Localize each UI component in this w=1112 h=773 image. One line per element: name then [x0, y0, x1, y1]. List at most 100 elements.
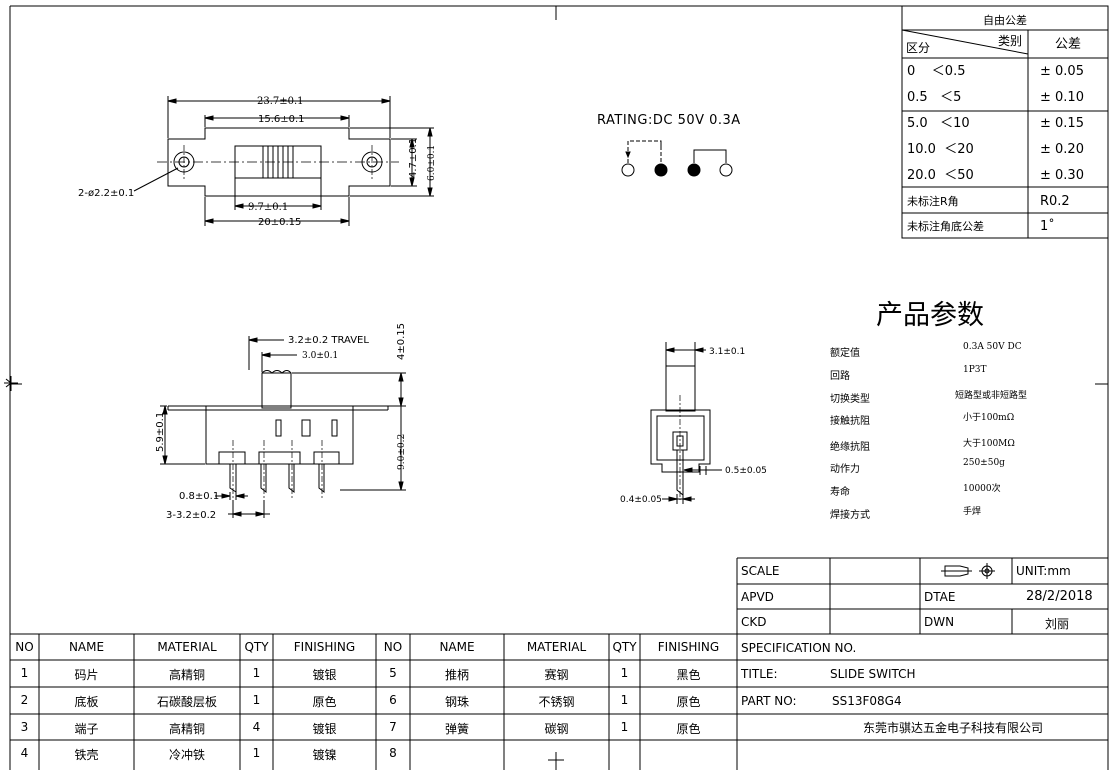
dim-side-knob: 3.0±0.1: [302, 351, 338, 361]
bom-cell: 原色: [676, 695, 701, 709]
bom-header: QTY: [244, 640, 269, 654]
param-value: 短路型或非短路型: [955, 391, 1028, 401]
bom-cell: 1: [620, 666, 629, 680]
param-label: 寿命: [830, 487, 850, 498]
dim-side-knob-height: 4±0.15: [396, 323, 407, 360]
company-name: 东莞市骐达五金电子科技有限公司: [863, 721, 1044, 735]
bom-cell: 底板: [74, 695, 99, 709]
bom-header: NO: [383, 640, 403, 654]
bom-cell: 钢珠: [444, 695, 469, 709]
bom-cell: 镀镍: [312, 748, 337, 762]
dim-side-pin-width: 0.8±0.1: [179, 491, 219, 502]
bom-cell: 原色: [312, 695, 337, 709]
bom-header: NO: [15, 640, 34, 654]
part-value: SS13F08G4: [832, 694, 902, 708]
tolerance-range: 10.0 ＜20: [907, 142, 974, 157]
param-label: 回路: [830, 371, 850, 382]
bom-cell: 7: [389, 720, 397, 734]
dim-top-overall: 23.7±0.1: [257, 96, 304, 107]
tolerance-value: ± 0.10: [1040, 90, 1084, 105]
bom-header: MATERIAL: [526, 640, 587, 654]
param-value: 1P3T: [963, 365, 987, 375]
bom-cell: 1: [20, 666, 29, 680]
bom-cell: 码片: [74, 668, 99, 682]
spec-label: SPECIFICATION NO.: [741, 641, 857, 655]
bom-cell: 冷冲铁: [168, 748, 205, 762]
tolerance-value: ± 0.20: [1040, 142, 1084, 157]
tolerance-header-tolerance: 公差: [1055, 37, 1081, 52]
bom-cell: 6: [389, 693, 397, 707]
tolerance-header-category: 类别: [998, 34, 1022, 48]
bom-cell: 碳钢: [544, 722, 569, 736]
param-value: 小于100mΩ: [963, 413, 1015, 423]
bom-cell: 镀银: [312, 722, 337, 736]
bom-cell: 5: [389, 666, 397, 680]
bom-header: NAME: [439, 640, 475, 654]
drawn-by: 刘丽: [1045, 617, 1070, 631]
bom-cell: 8: [389, 746, 397, 760]
dtae-label: DTAE: [924, 590, 956, 604]
bom-cell: 推柄: [444, 668, 469, 682]
bom-cell: 2: [20, 693, 29, 707]
bom-header: FINISHING: [293, 640, 356, 654]
tolerance-range: 未标注角底公差: [907, 219, 984, 233]
scale-label: SCALE: [741, 564, 780, 578]
dim-side-left-height: 5.9±0.1: [155, 412, 166, 452]
bom-cell: 弹簧: [444, 722, 469, 736]
param-label: 接触抗阻: [830, 416, 870, 427]
dim-end-pin-width: 0.5±0.05: [725, 466, 767, 476]
param-label: 额定值: [830, 348, 860, 359]
dim-side-body-height: 9.0±0.2: [397, 434, 407, 470]
bom-cell: 原色: [676, 722, 701, 736]
bom-header: QTY: [612, 640, 637, 654]
dim-end-pin-thickness: 0.4±0.05: [620, 495, 662, 505]
title-label: TITLE:: [741, 667, 778, 681]
dim-top-base: 20±0.15: [258, 217, 301, 228]
bom-cell: 铁壳: [74, 748, 99, 762]
bom-cell: 1: [620, 720, 629, 734]
tolerance-header-range: 区分: [906, 41, 930, 55]
tolerance-range: 0.5 ＜5: [907, 90, 961, 105]
tolerance-value: ± 0.15: [1040, 116, 1084, 131]
param-label: 动作力: [830, 464, 860, 475]
param-label: 切换类型: [830, 394, 870, 405]
bom-cell: 石碳酸层板: [156, 695, 217, 709]
rating-label: RATING:DC 50V 0.3A: [597, 113, 741, 128]
param-value: 250±50g: [963, 458, 1005, 468]
dim-end-knob: 3.1±0.1: [709, 347, 745, 357]
bom-cell: 1: [252, 666, 261, 680]
bom-cell: 4: [20, 746, 29, 760]
bom-cell: 镀银: [312, 668, 337, 682]
dim-side-pitch: 3-3.2±0.2: [166, 510, 216, 521]
dim-top-height1: 4.7±0.1: [408, 138, 419, 178]
tolerance-value: R0.2: [1040, 194, 1070, 209]
apvd-label: APVD: [741, 590, 774, 604]
bom-header: MATERIAL: [157, 640, 217, 654]
dim-top-inner: 15.6±0.1: [258, 114, 305, 125]
bom-cell: 3: [20, 720, 29, 734]
ckd-label: CKD: [741, 615, 767, 629]
params-title: 产品参数: [876, 300, 984, 331]
title-value: SLIDE SWITCH: [830, 667, 916, 681]
tolerance-range: 5.0 ＜10: [907, 116, 970, 131]
bom-cell: 1: [620, 693, 629, 707]
tolerance-value: ± 0.05: [1040, 64, 1084, 79]
param-value: 大于100MΩ: [963, 439, 1015, 449]
tolerance-range: 未标注R角: [907, 194, 959, 208]
dwn-label: DWN: [924, 615, 955, 629]
bom-cell: 端子: [74, 722, 99, 736]
tolerance-range: 0 ＜0.5: [907, 64, 965, 79]
bom-header: FINISHING: [657, 640, 720, 654]
tolerance-rows: 0 ＜0.5 ± 0.05 0.5 ＜5 ± 0.10 5.0 ＜10 ± 0.15 10.…: [907, 64, 1084, 234]
bom-cell: 1: [252, 693, 261, 707]
tolerance-value: 1˚: [1040, 218, 1055, 234]
dim-side-travel: 3.2±0.2 TRAVEL: [288, 335, 369, 346]
bom-cell: 1: [252, 746, 261, 760]
tolerance-range: 20.0 ＜50: [907, 168, 974, 183]
param-value: 0.3A 50V DC: [963, 342, 1022, 352]
unit-label: UNIT:mm: [1016, 564, 1071, 578]
dim-top-height2: 6.0±0.1: [427, 145, 437, 181]
bom-cell: 不锈钢: [538, 695, 575, 709]
